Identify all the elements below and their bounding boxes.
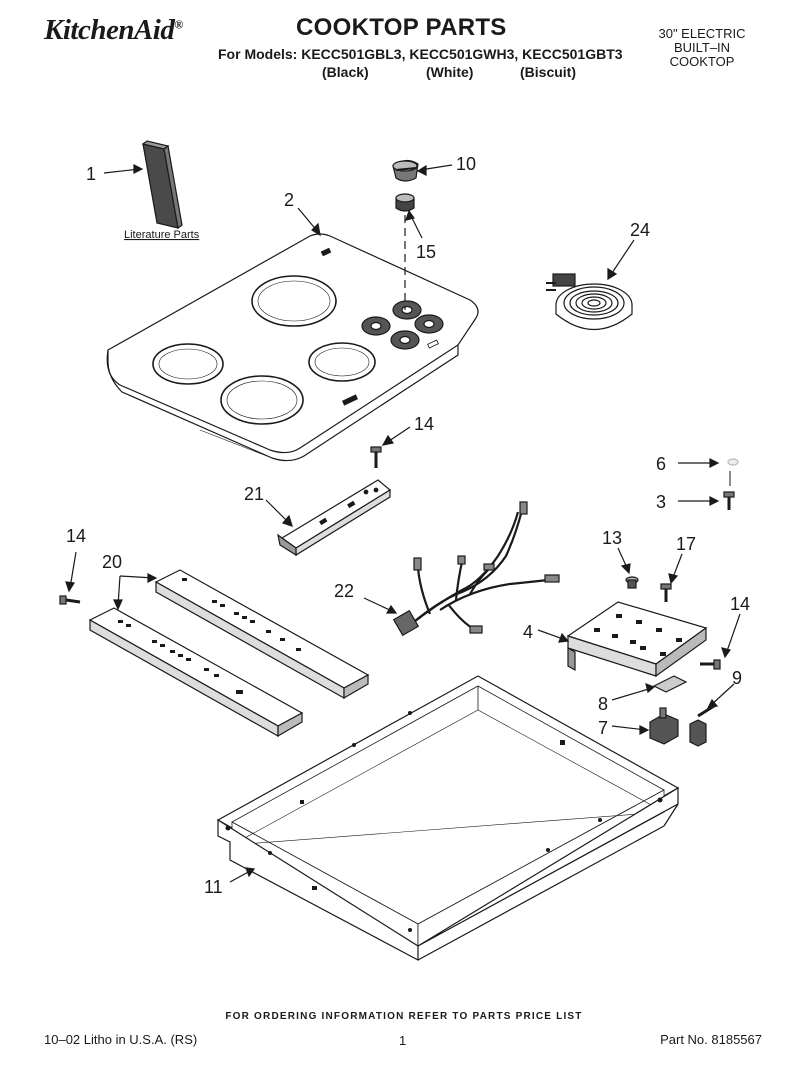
callout-24: 24 xyxy=(630,220,650,240)
variant-biscuit: (Biscuit) xyxy=(520,64,576,80)
cooktop-glass xyxy=(106,233,479,462)
callout-15: 15 xyxy=(416,242,436,262)
litho-info: 10–02 Litho in U.S.A. (RS) xyxy=(44,1032,198,1047)
callout-11: 11 xyxy=(204,877,223,897)
control-knob xyxy=(392,159,419,182)
burner-ring-front-left xyxy=(152,343,224,385)
callout-20: 20 xyxy=(102,552,122,572)
knob-spacer xyxy=(395,193,415,212)
part-number: Part No. 8185567 xyxy=(660,1032,762,1047)
callout-17: 17 xyxy=(676,534,696,554)
screw-left xyxy=(59,595,81,605)
screw-right-top xyxy=(723,491,735,510)
ordering-note: FOR ORDERING INFORMATION REFER TO PARTS … xyxy=(225,1011,583,1022)
page-number: 1 xyxy=(399,1033,407,1048)
burner-ring-rear-right xyxy=(308,342,376,382)
callout-7: 7 xyxy=(598,718,608,738)
burner-ring-front-right xyxy=(220,375,304,425)
side-rail-rear xyxy=(154,569,370,700)
product-type: 30" ELECTRIC BUILT–IN COOKTOP xyxy=(642,27,762,69)
wiring-harness xyxy=(392,501,560,637)
callout-4: 4 xyxy=(523,622,533,642)
brand-name: KitchenAid xyxy=(44,14,175,46)
burner-ring-rear-left xyxy=(251,275,337,327)
leader-lines xyxy=(65,164,741,883)
exploded-parts-diagram: Literature Parts xyxy=(59,140,750,961)
product-type-line-3: COOKTOP xyxy=(669,54,735,69)
terminal-cover xyxy=(689,704,715,747)
callout-21: 21 xyxy=(244,484,264,504)
base-pan xyxy=(216,675,680,961)
callout-14-right: 14 xyxy=(730,594,750,614)
side-rail-front xyxy=(88,607,304,738)
terminal-block xyxy=(649,707,679,745)
screw-bracket-top xyxy=(660,583,672,602)
callout-13: 13 xyxy=(602,528,622,548)
models-line: For Models: KECC501GBL3, KECC501GWH3, KE… xyxy=(218,46,623,62)
callout-1: 1 xyxy=(86,164,96,184)
center-bracket xyxy=(277,479,392,557)
callout-14-top: 14 xyxy=(414,414,434,434)
control-knob-plates xyxy=(361,300,444,350)
callout-8: 8 xyxy=(598,694,608,714)
callout-3: 3 xyxy=(656,492,666,512)
radiant-surface-element xyxy=(546,273,633,331)
clip-part xyxy=(727,458,739,486)
page-title: COOKTOP PARTS xyxy=(296,14,507,41)
screw-bracket-side xyxy=(700,659,721,670)
product-type-line-2: BUILT–IN xyxy=(673,40,731,55)
callout-2: 2 xyxy=(284,190,294,210)
callout-9: 9 xyxy=(732,668,742,688)
screw-top xyxy=(370,446,382,468)
insulator-plate xyxy=(652,675,688,693)
variant-black: (Black) xyxy=(322,64,369,80)
product-type-line-1: 30" ELECTRIC xyxy=(658,26,746,41)
callout-22: 22 xyxy=(334,581,354,601)
callout-14-left: 14 xyxy=(66,526,86,546)
literature-parts-book xyxy=(141,140,183,230)
brand-logo: KitchenAid® xyxy=(44,14,183,47)
literature-parts-label: Literature Parts xyxy=(124,229,200,241)
terminal-bracket xyxy=(566,601,708,678)
brand-registered-mark: ® xyxy=(174,17,183,32)
callout-6: 6 xyxy=(656,454,666,474)
variant-white: (White) xyxy=(426,64,474,80)
callout-10: 10 xyxy=(456,154,476,174)
grommet xyxy=(625,576,639,589)
